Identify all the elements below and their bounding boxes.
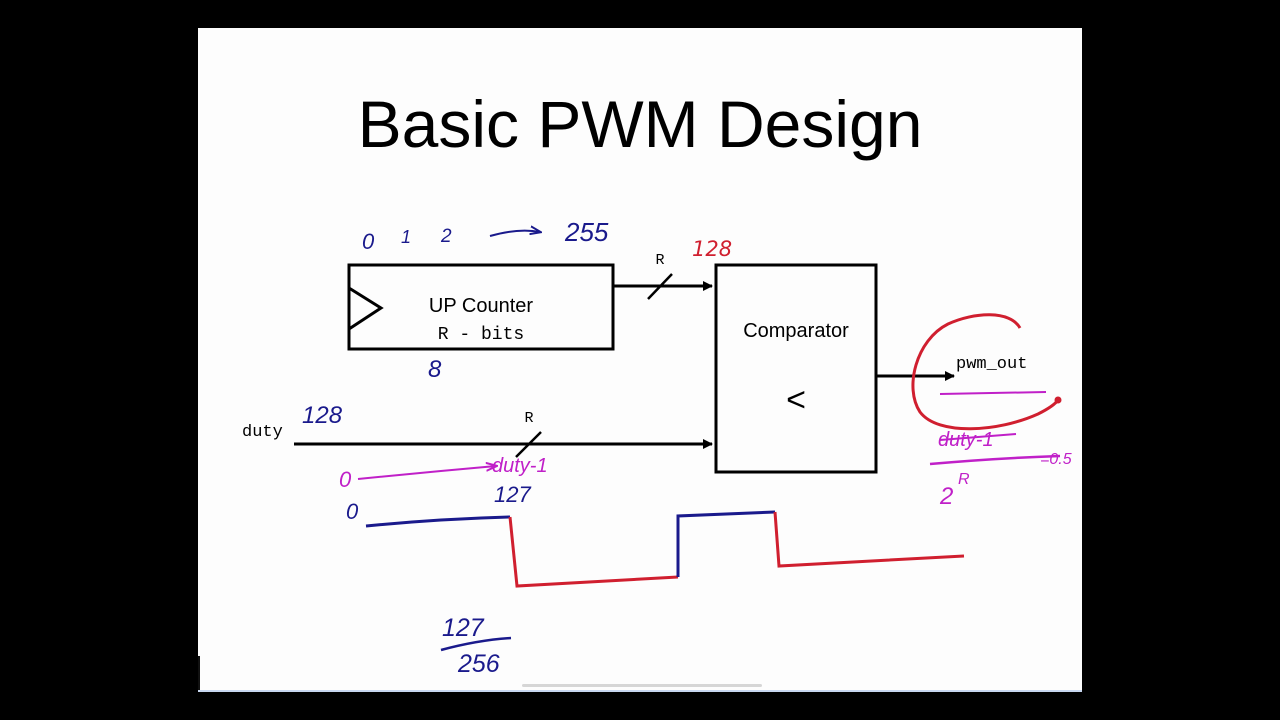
ratio-fraction-bar	[929, 454, 1061, 466]
bus-slash-bottom	[515, 431, 542, 458]
ratio-strike	[939, 433, 1017, 441]
counter-label: UP Counter	[429, 295, 533, 317]
duty-value-note: 128	[302, 402, 343, 429]
pwm-diagram: UP Counter R - bits Comparator < R duty …	[242, 217, 1072, 678]
comparator-block: Comparator <	[714, 263, 878, 474]
ramp-end-note: duty-1	[492, 455, 548, 477]
waveform-low-2	[773, 511, 965, 568]
waveform-high-2	[676, 510, 776, 577]
bus-width-label-top: R	[655, 252, 664, 269]
bottom-divider	[198, 690, 1082, 692]
counter-bits-note: 8	[428, 356, 442, 383]
count-two-note: 2	[440, 226, 452, 247]
bus-width-label-bottom: R	[524, 410, 533, 427]
ratio-denominator-exp-note: R	[958, 471, 970, 488]
ratio-result-note: =0.5	[1040, 451, 1072, 468]
waveform-high-1	[365, 515, 511, 528]
pwm-out-underline	[939, 391, 1047, 395]
count-zero-note: 0	[362, 229, 375, 254]
duty-label: duty	[242, 423, 283, 442]
circle-end-dot	[1054, 396, 1062, 404]
slide: Basic PWM Design UP Counter R - bits Com…	[198, 28, 1082, 692]
count-255-note: 255	[564, 217, 609, 247]
fraction-denominator-note: 256	[457, 650, 500, 678]
ramp-start-note: 0	[339, 467, 352, 492]
clock-triangle-icon	[348, 286, 384, 331]
up-counter-block: UP Counter R - bits	[347, 263, 615, 351]
ramp-arrow	[357, 466, 496, 480]
comparator-label: Comparator	[743, 320, 849, 342]
ratio-numerator-note: duty-1	[938, 429, 994, 451]
count-sequence-arrow	[489, 231, 540, 237]
comparator-symbol: <	[786, 381, 806, 419]
pwm-waveform	[365, 510, 965, 588]
count-one-note: 1	[401, 227, 411, 247]
counter-bits-label: R - bits	[438, 325, 524, 345]
wave-start-note: 0	[346, 499, 359, 524]
bus-slash-top	[647, 273, 673, 300]
pwm-out-circle	[911, 313, 1060, 431]
slide-title: Basic PWM Design	[357, 87, 923, 161]
waveform-low-1	[508, 516, 679, 588]
home-indicator[interactable]	[522, 684, 762, 687]
fraction-bar	[440, 636, 512, 652]
fraction-numerator-note: 127	[442, 614, 485, 642]
wave-mark-note: 127	[494, 482, 531, 507]
pwm-out-label: pwm_out	[956, 355, 1027, 374]
ratio-denominator-base-note: 2	[939, 483, 953, 510]
left-edge-mark	[198, 656, 200, 692]
comparator-input-note: 128	[692, 237, 732, 261]
